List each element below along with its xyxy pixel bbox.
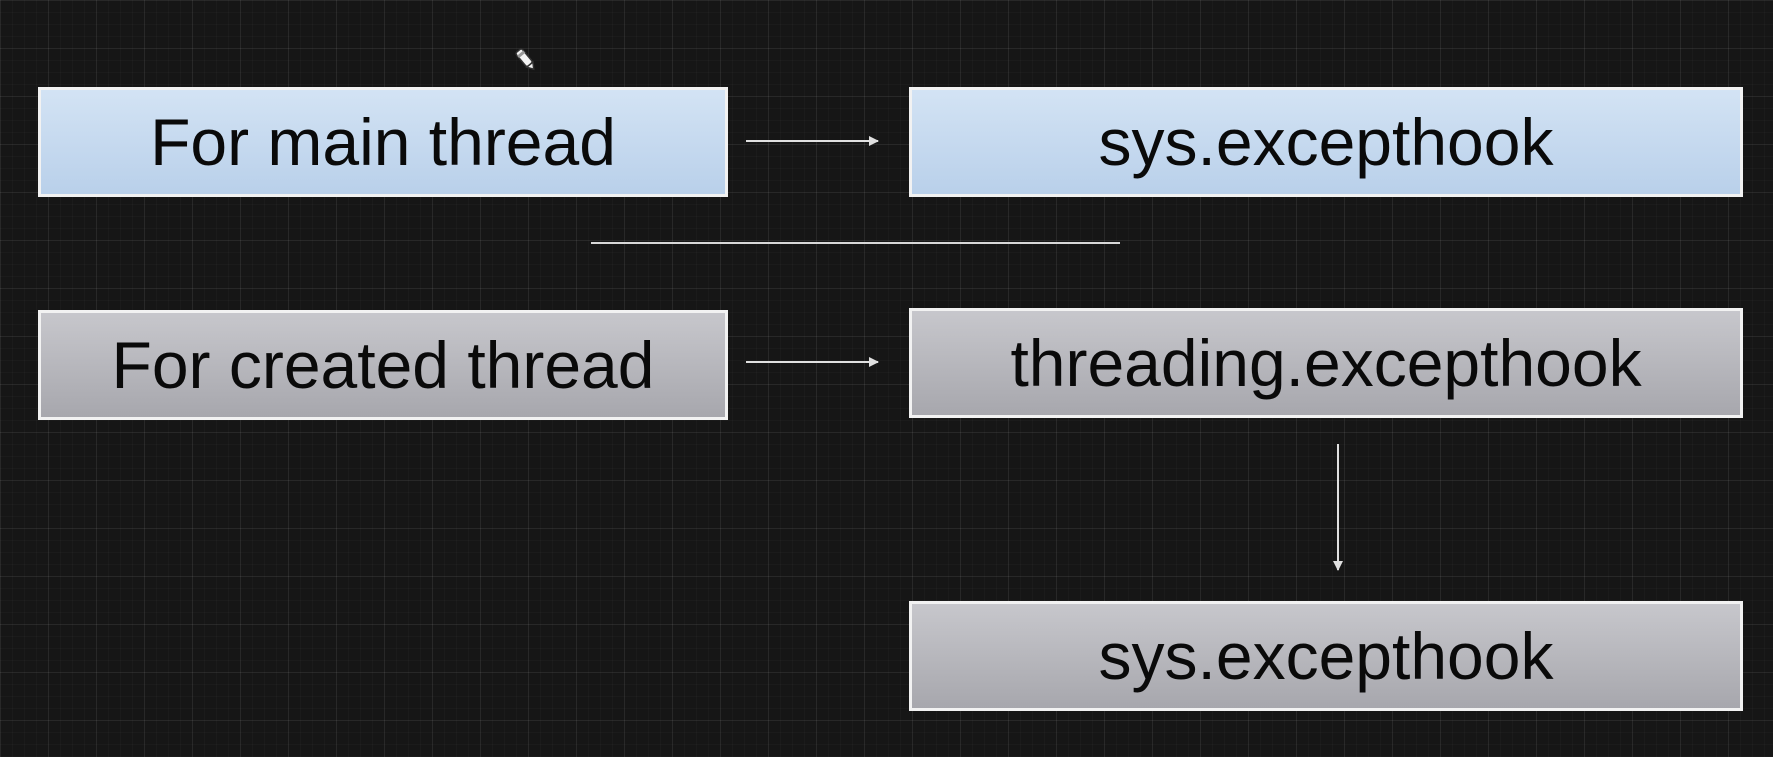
- main-thread-label: For main thread: [150, 105, 616, 179]
- main-thread-box: For main thread: [38, 87, 728, 197]
- sys-excepthook-label-fallback: sys.excepthook: [1098, 619, 1554, 693]
- created-thread-box: For created thread: [38, 310, 728, 420]
- threading-excepthook-box: threading.excepthook: [909, 308, 1743, 418]
- created-thread-label: For created thread: [111, 328, 655, 402]
- sys-excepthook-box-main: sys.excepthook: [909, 87, 1743, 197]
- sys-excepthook-box-fallback: sys.excepthook: [909, 601, 1743, 711]
- threading-excepthook-label: threading.excepthook: [1010, 326, 1642, 400]
- pen-cursor-icon: [515, 48, 535, 71]
- sys-excepthook-label-main: sys.excepthook: [1098, 105, 1554, 179]
